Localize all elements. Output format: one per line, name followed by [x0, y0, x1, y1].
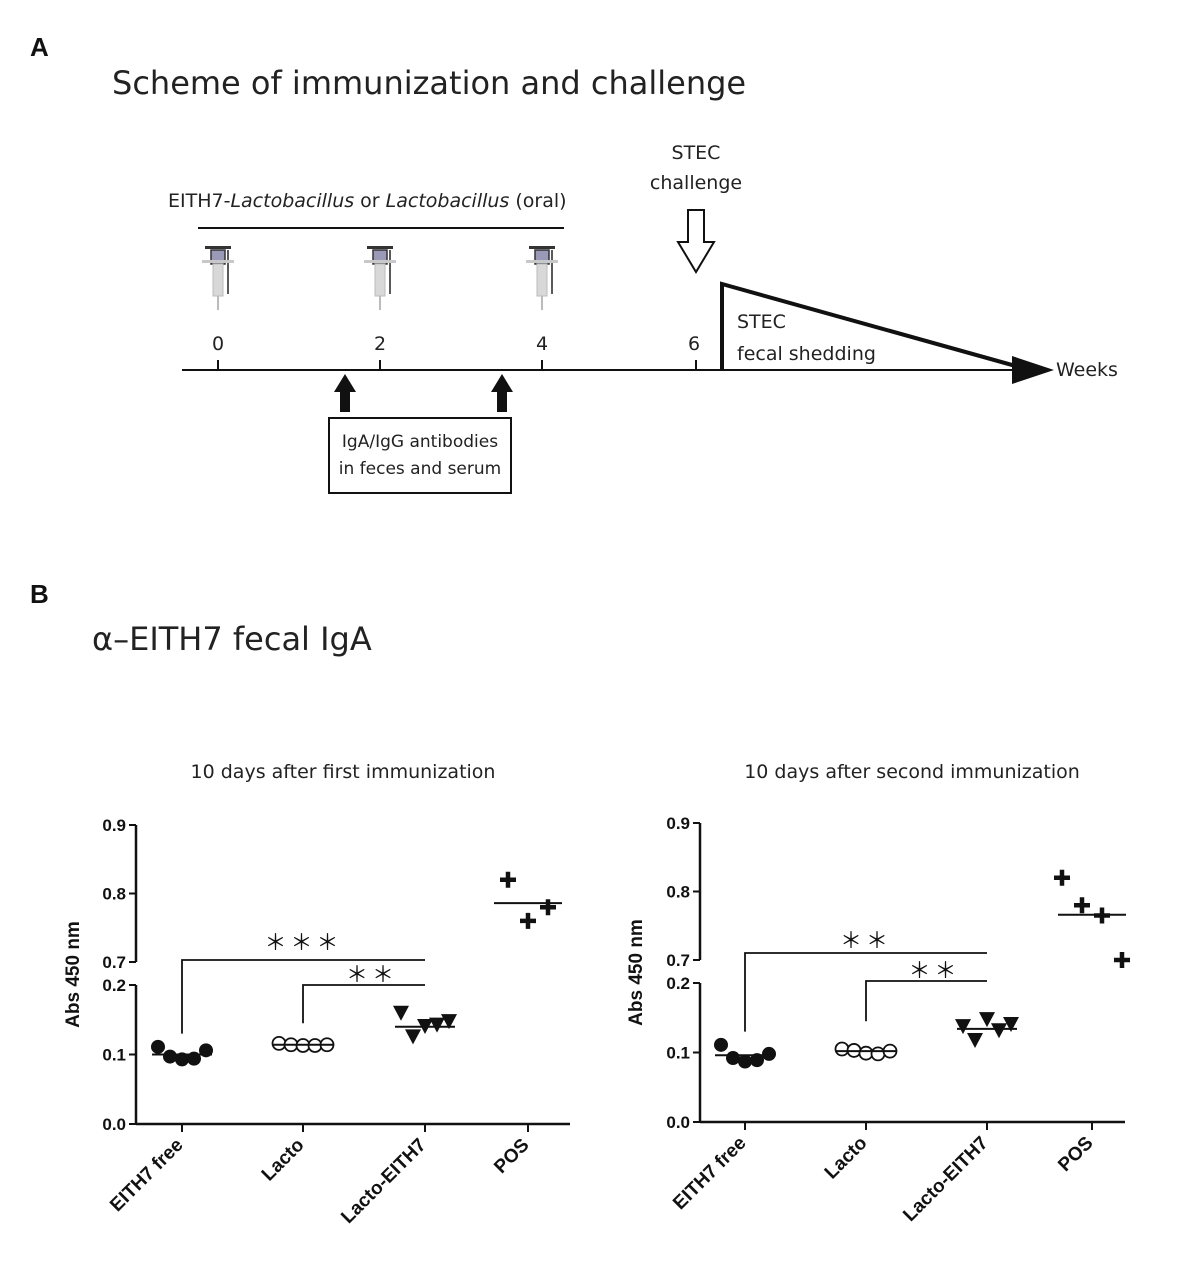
panel-a-label: A — [30, 32, 49, 62]
data-point — [540, 899, 556, 916]
y-axis-label: Abs 450 nm — [63, 921, 84, 1028]
data-point — [429, 1017, 445, 1033]
data-point — [1054, 869, 1070, 886]
timeline-unit: Weeks — [1056, 359, 1118, 381]
significance-bracket — [181, 959, 425, 1034]
syringe-icon — [526, 246, 558, 310]
x-tick-label: EITH7 free — [669, 1133, 750, 1214]
data-point — [750, 1053, 764, 1068]
x-tick-label: Lacto — [821, 1133, 872, 1184]
y-tick-label: 0.2 — [666, 974, 690, 993]
shedding-triangle — [720, 281, 1031, 372]
x-tick-label: POS — [490, 1135, 533, 1178]
significance-label: ＊＊ — [840, 929, 892, 954]
y-tick-label: 0.8 — [102, 885, 126, 904]
y-tick-label: 0.7 — [102, 953, 126, 972]
timepoint-label: 4 — [536, 333, 548, 355]
challenge-label-2: challenge — [650, 172, 742, 194]
data-point — [1114, 952, 1130, 968]
y-tick-label: 0.8 — [666, 883, 690, 902]
y-tick-label: 0.9 — [666, 814, 690, 833]
timepoint-ticks — [217, 360, 697, 370]
data-point — [500, 871, 516, 888]
challenge-arrow-icon — [676, 209, 716, 274]
chart-first-immunization: 10 days after first immunization 0.0 0.1 0.… — [63, 761, 570, 1228]
chart-title: 10 days after second immunization — [744, 761, 1080, 783]
significance-bracket — [865, 980, 987, 1022]
y-tick-label: 0.0 — [666, 1113, 690, 1132]
data-point — [955, 1019, 971, 1035]
data-point — [834, 1041, 850, 1057]
shedding-label-2: fecal shedding — [737, 343, 876, 365]
data-point — [175, 1052, 189, 1067]
sampling-label-1: IgA/IgG antibodies — [342, 432, 498, 452]
timepoint-label: 0 — [212, 333, 224, 355]
chart-title: 10 days after first immunization — [191, 761, 496, 783]
data-point — [967, 1032, 983, 1048]
timepoint-label: 6 — [688, 333, 700, 355]
timeline-arrowhead — [1012, 356, 1054, 384]
data-point — [151, 1039, 165, 1054]
y-tick-label: 0.7 — [666, 951, 690, 970]
x-tick-label: POS — [1054, 1133, 1097, 1176]
syringe-icon — [202, 246, 234, 310]
significance-bracket — [744, 952, 987, 1032]
challenge-label-1: STEC — [672, 142, 721, 164]
y-tick-label: 0.1 — [102, 1046, 126, 1065]
data-point — [991, 1023, 1007, 1039]
panel-a-title: Scheme of immunization and challenge — [112, 64, 746, 102]
data-point — [405, 1029, 421, 1045]
data-point — [762, 1046, 776, 1061]
panel-b-title: α–EITH7 fecal IgA — [92, 620, 372, 658]
chart-second-immunization: 10 days after second immunization 0.0 0.1 0… — [626, 761, 1130, 1226]
data-point — [163, 1049, 177, 1064]
data-point — [520, 912, 536, 929]
significance-label: ＊＊ — [346, 963, 398, 988]
significance-bracket — [302, 984, 425, 1024]
sampling-arrow-icon — [491, 374, 513, 412]
y-tick-label: 0.2 — [102, 976, 126, 995]
data-point — [441, 1014, 457, 1030]
y-tick-label: 0.1 — [666, 1044, 690, 1063]
data-point — [1074, 897, 1090, 914]
data-point — [870, 1046, 886, 1062]
sampling-label-2: in feces and serum — [339, 459, 501, 479]
data-point — [726, 1051, 740, 1066]
significance-label: ＊＊＊ — [264, 931, 342, 956]
timepoint-label: 2 — [374, 333, 386, 355]
x-tick-label: Lacto — [258, 1135, 309, 1186]
data-point — [1003, 1017, 1019, 1033]
sampling-box — [328, 417, 512, 494]
syringe-icon — [364, 246, 396, 310]
sampling-arrow-icon — [334, 374, 356, 412]
data-point — [714, 1037, 728, 1052]
significance-label: ＊＊ — [908, 959, 960, 984]
data-point — [979, 1012, 995, 1028]
x-tick-label: EITH7 free — [106, 1135, 187, 1216]
regimen-label: EITH7-Lactobacillus or Lactobacillus (or… — [168, 190, 567, 212]
y-tick-label: 0.0 — [102, 1115, 126, 1134]
panel-b-label: B — [30, 579, 49, 609]
y-axis-label: Abs 450 nm — [626, 919, 647, 1026]
data-point — [858, 1045, 874, 1061]
data-point — [738, 1054, 752, 1069]
x-tick-label: Lacto-EITH7 — [337, 1135, 430, 1228]
shedding-label-1: STEC — [737, 311, 786, 333]
x-tick-label: Lacto-EITH7 — [899, 1133, 992, 1226]
y-tick-label: 0.9 — [102, 816, 126, 835]
data-point — [271, 1035, 287, 1051]
data-point — [393, 1005, 409, 1021]
